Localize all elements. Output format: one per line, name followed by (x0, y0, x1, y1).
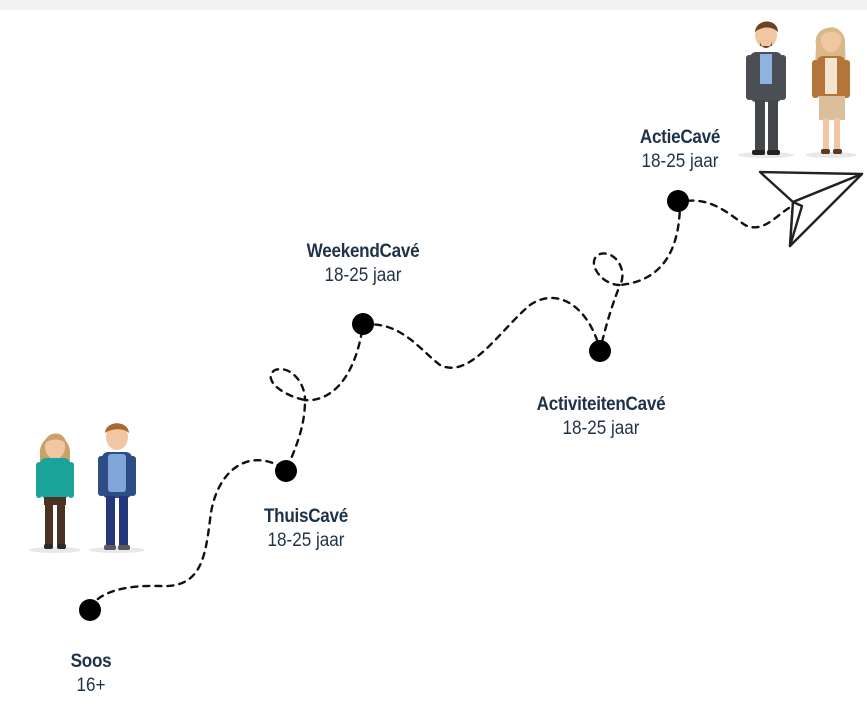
adult-man-icon (746, 21, 786, 155)
adult-woman-icon (812, 27, 850, 154)
stage-label-actiecave: ActieCavé 18-25 jaar (635, 126, 724, 174)
stage-age: 18-25 jaar (267, 529, 345, 551)
stage-age: 18-25 jaar (562, 417, 640, 439)
stage-dot-weekendcave (352, 313, 374, 335)
stage-dot-actiecave (667, 190, 689, 212)
stage-name: Soos (70, 651, 112, 672)
stage-name: ThuisCavé (263, 506, 349, 527)
stage-label-soos: Soos 16+ (68, 650, 113, 698)
young-man-icon (98, 423, 136, 550)
adult-people-figures (738, 21, 857, 158)
stage-age: 16+ (76, 674, 106, 696)
journey-path (88, 199, 797, 610)
stage-label-thuiscave: ThuisCavé 18-25 jaar (259, 505, 352, 553)
paper-plane-icon (758, 170, 864, 248)
stage-dot-soos (79, 599, 101, 621)
stage-name: ActieCavé (639, 127, 721, 148)
stage-name: ActiviteitenCavé (536, 394, 666, 415)
young-woman-icon (36, 433, 74, 549)
stage-label-activiteitencave: ActiviteitenCavé 18-25 jaar (529, 393, 672, 441)
stage-dot-thuiscave (275, 460, 297, 482)
stage-age: 18-25 jaar (324, 264, 402, 286)
young-people-figures (29, 423, 145, 553)
stage-name: WeekendCavé (306, 241, 420, 262)
stage-age: 18-25 jaar (641, 150, 719, 172)
stage-dot-activiteitencave (589, 340, 611, 362)
stage-label-weekendcave: WeekendCavé 18-25 jaar (300, 240, 425, 288)
